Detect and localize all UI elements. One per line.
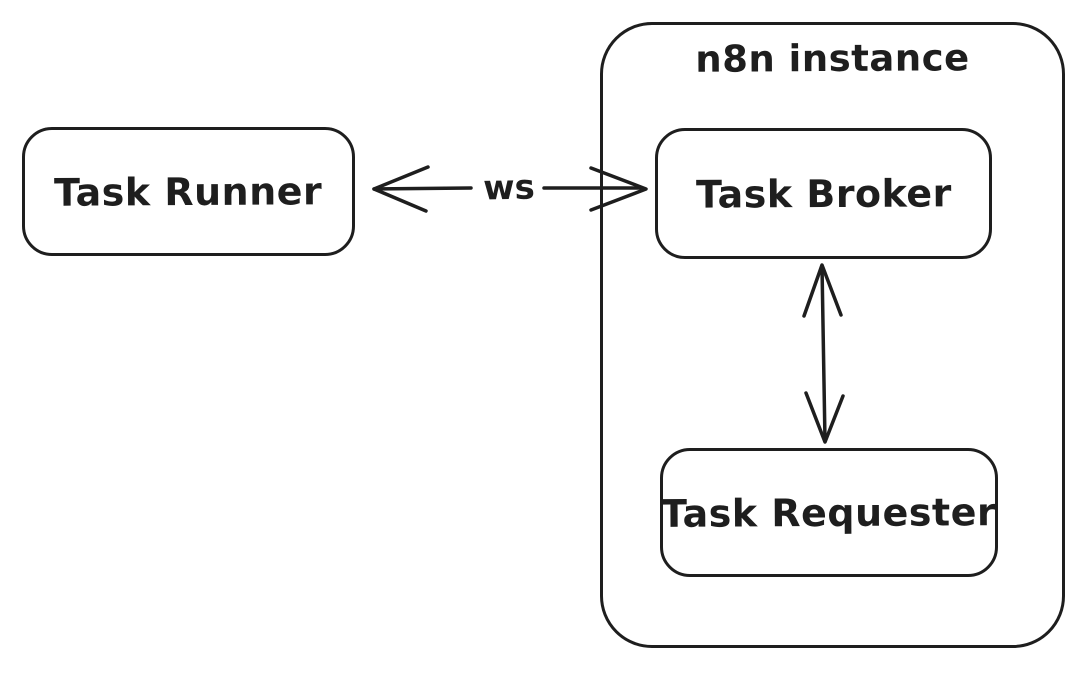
ws-arrow-head-left [372, 165, 430, 213]
ws-arrow-shaft-left [372, 186, 473, 191]
node-task-runner: Task Runner [22, 127, 355, 256]
task-broker-label: Task Broker [695, 170, 952, 217]
task-requester-label: Task Requester [661, 489, 997, 536]
node-task-broker: Task Broker [655, 128, 992, 259]
task-runner-label: Task Runner [54, 168, 323, 215]
n8n-instance-label: n8n instance [695, 36, 970, 81]
ws-edge-label: ws [482, 167, 536, 209]
node-task-requester: Task Requester [660, 448, 998, 577]
